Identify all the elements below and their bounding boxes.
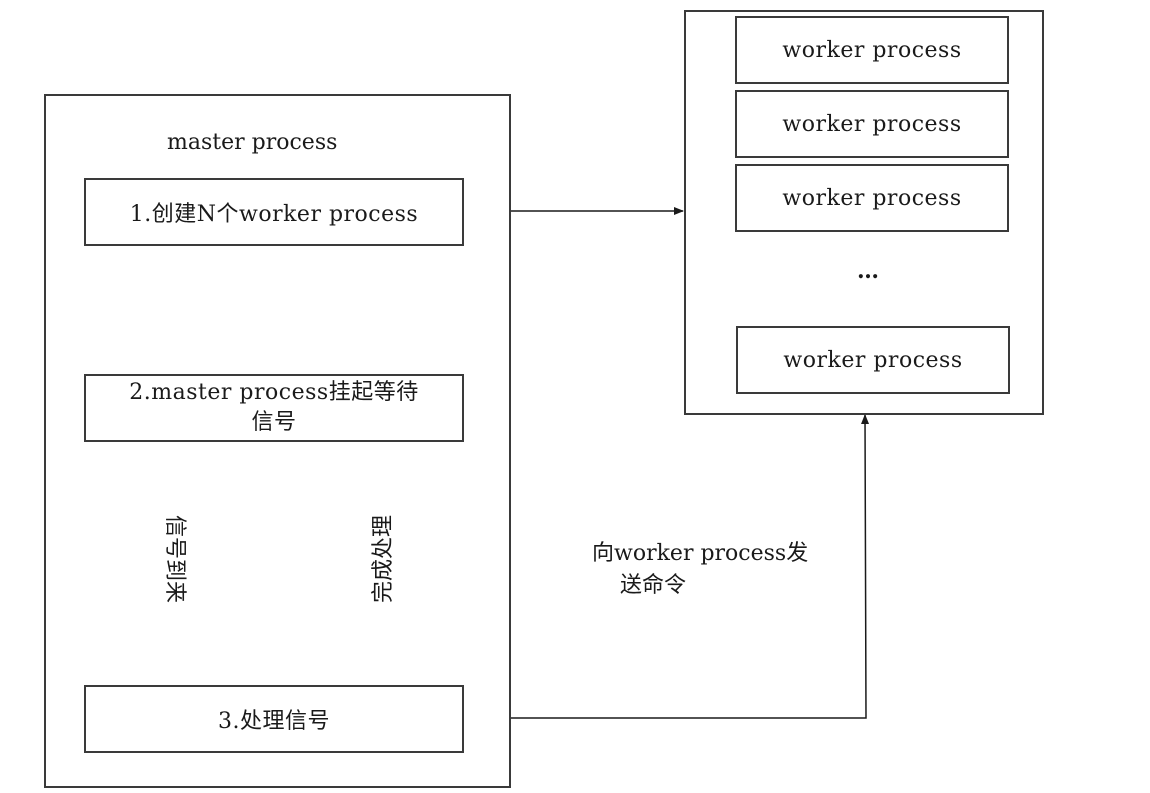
send-command-label-line2: 送命令 bbox=[620, 573, 687, 598]
worker-process-box: worker process bbox=[736, 326, 1010, 394]
step2-label-line2: 信号 bbox=[251, 410, 297, 435]
worker-process-box: worker process bbox=[735, 90, 1009, 158]
signal-arrives-label: 信号到来 bbox=[161, 514, 193, 604]
step1-box: 1.创建N个worker process bbox=[84, 178, 464, 246]
step3-box: 3.处理信号 bbox=[84, 685, 464, 753]
done-processing-label: 完成处理 bbox=[365, 514, 397, 604]
send-command-label-line1: 向worker process发 bbox=[592, 541, 809, 566]
worker-process-box: worker process bbox=[735, 164, 1009, 232]
worker-process-label: worker process bbox=[782, 185, 962, 211]
step1-label: 1.创建N个worker process bbox=[129, 202, 419, 227]
arrow-send-command bbox=[463, 414, 870, 719]
step2-label-line1: 2.master process挂起等待 bbox=[129, 380, 419, 405]
worker-process-box: worker process bbox=[735, 16, 1009, 84]
worker-process-label: worker process bbox=[783, 347, 963, 373]
step2-box: 2.master process挂起等待 信号 bbox=[84, 374, 464, 442]
worker-process-label: worker process bbox=[782, 37, 962, 63]
step3-label: 3.处理信号 bbox=[218, 709, 330, 734]
workers-ellipsis: … bbox=[857, 258, 879, 284]
worker-process-label: worker process bbox=[782, 111, 962, 137]
master-process-title: master process bbox=[167, 130, 338, 155]
